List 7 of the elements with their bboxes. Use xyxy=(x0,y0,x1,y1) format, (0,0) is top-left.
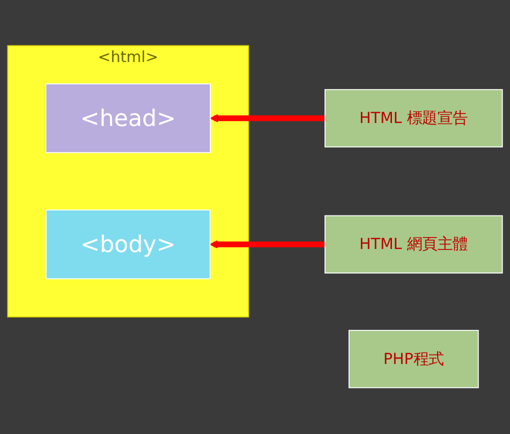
node-box: PHP程式 xyxy=(348,330,479,388)
node-box: <head> xyxy=(45,84,211,154)
arrow xyxy=(210,240,325,249)
node-box: HTML 網頁主體 xyxy=(324,216,503,274)
arrow xyxy=(210,114,325,123)
node-box: HTML 標題宣告 xyxy=(324,89,503,148)
node-box: <body> xyxy=(46,210,211,280)
